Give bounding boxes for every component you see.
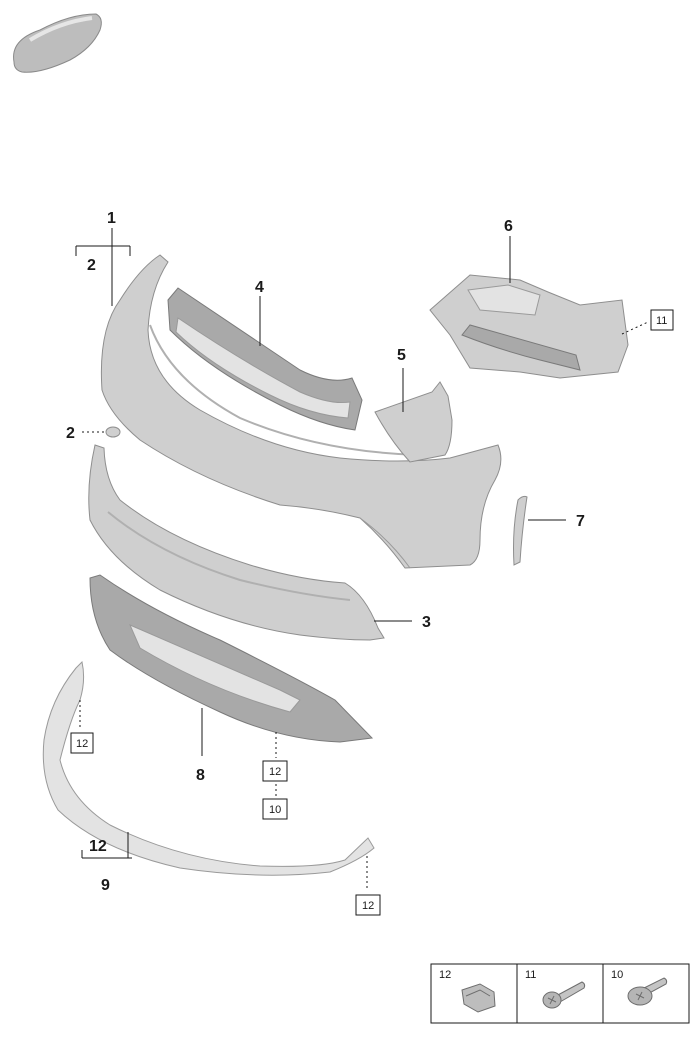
fastener-legend: 12 11 10 [430, 963, 690, 1024]
callout-9: 9 [101, 877, 110, 894]
carrier-part [429, 274, 629, 379]
clip-nut-icon [461, 983, 496, 1013]
flange-screw-icon [627, 977, 668, 1006]
callout-8: 8 [196, 767, 205, 784]
lower-cover-part [88, 444, 385, 641]
leader-lines [75, 228, 649, 890]
legend-number-10: 10 [611, 969, 623, 981]
legend-number-11: 11 [525, 969, 536, 981]
callout-3: 3 [422, 614, 431, 631]
boxed-ref-12-left: 12 [76, 738, 88, 750]
clip-part [105, 426, 121, 438]
boxed-ref-12-center: 12 [269, 766, 281, 778]
callout-6: 6 [504, 218, 513, 235]
underbody-panel-part [89, 574, 374, 743]
boxed-ref-12-bottom: 12 [362, 900, 374, 912]
vehicle-thumbnail-icon [13, 13, 102, 73]
trim-strip-part [513, 495, 528, 566]
callout-2-top: 2 [87, 257, 96, 274]
callout-7: 7 [576, 513, 585, 530]
legend-number-12: 12 [439, 969, 451, 981]
grille-part [167, 287, 363, 431]
bumper-cover-part [100, 254, 502, 569]
boxed-ref-11: 11 [656, 315, 667, 327]
callout-4: 4 [255, 279, 264, 296]
callout-12-bold: 12 [89, 838, 107, 855]
boxed-ref-10: 10 [269, 804, 281, 816]
screw-bolt-icon [542, 981, 586, 1009]
callout-1: 1 [107, 210, 116, 227]
bracket-part [374, 381, 453, 463]
spoiler-lip-part [42, 661, 375, 876]
callout-5: 5 [397, 347, 406, 364]
callout-2-clip: 2 [66, 425, 75, 442]
